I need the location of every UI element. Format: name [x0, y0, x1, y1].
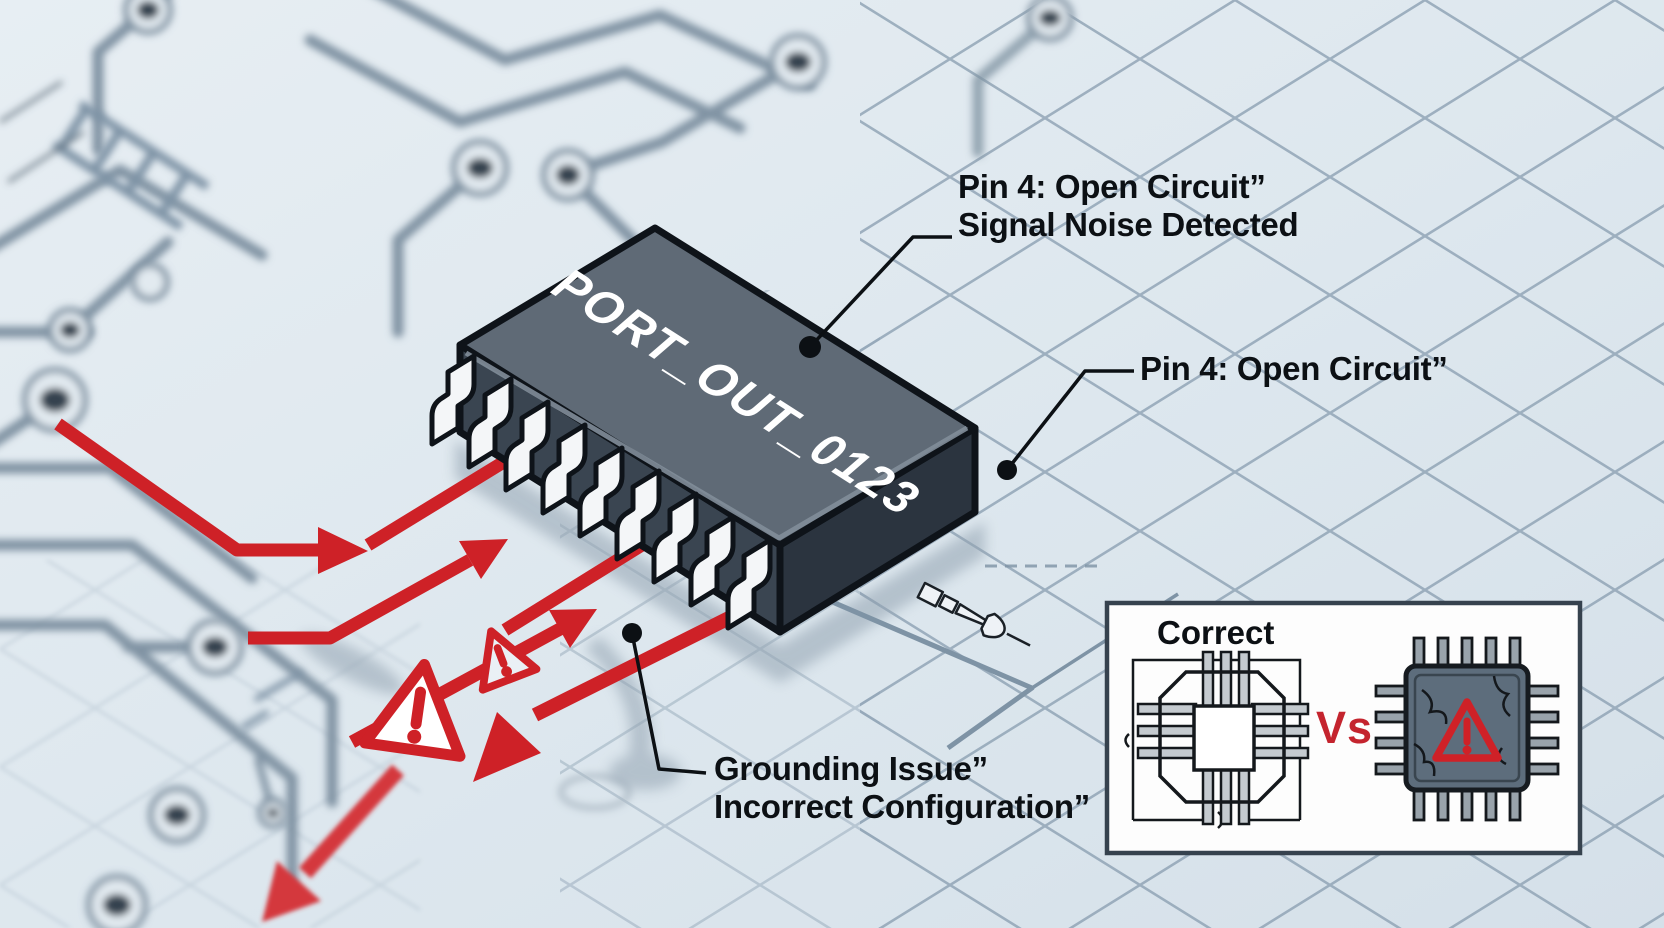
pcb-component-ladder: [0, 80, 304, 731]
correct-chip-icon: [1136, 650, 1310, 826]
damaged-chip-icon: [1374, 636, 1560, 822]
callout-grounding-line1: Grounding Issue”: [714, 750, 988, 787]
vs-label: Vs: [1316, 702, 1374, 753]
arrowhead-upright-2: [549, 609, 597, 648]
callout-signal-noise-line1: Pin 4: Open Circuit”: [958, 168, 1266, 205]
callout-pin4-open: Pin 4: Open Circuit”: [1140, 350, 1448, 388]
arrowhead-upright-1: [459, 539, 508, 579]
callout-signal-noise-line2: Signal Noise Detected: [958, 205, 1299, 243]
callout-pin4-open-line1: Pin 4: Open Circuit”: [1140, 350, 1448, 387]
inset-title: Correct: [1157, 614, 1275, 651]
callout-dots: [622, 336, 1017, 643]
callout-leaders: [630, 235, 1134, 775]
warning-triangle-small-icon: [478, 627, 541, 694]
arrowhead-downleft: [473, 712, 541, 782]
pcb-vias: [22, 0, 1074, 928]
comparison-inset: [1104, 600, 1583, 856]
red-arrow-blurred: [262, 764, 404, 922]
callout-grounding-line2: Incorrect Configuration”: [714, 787, 1090, 825]
crack-lines: [1413, 675, 1511, 777]
callout-grounding: Grounding Issue” Incorrect Configuration…: [714, 750, 1090, 825]
callout-signal-noise: Pin 4: Open Circuit” Signal Noise Detect…: [958, 168, 1299, 243]
dimension-lines: [1124, 658, 1302, 829]
inset-warning-triangle-icon: [1432, 698, 1502, 762]
arrowhead-right: [318, 527, 368, 574]
chip-shadow: [300, 440, 985, 790]
screw-connector-icon: [916, 581, 1031, 647]
